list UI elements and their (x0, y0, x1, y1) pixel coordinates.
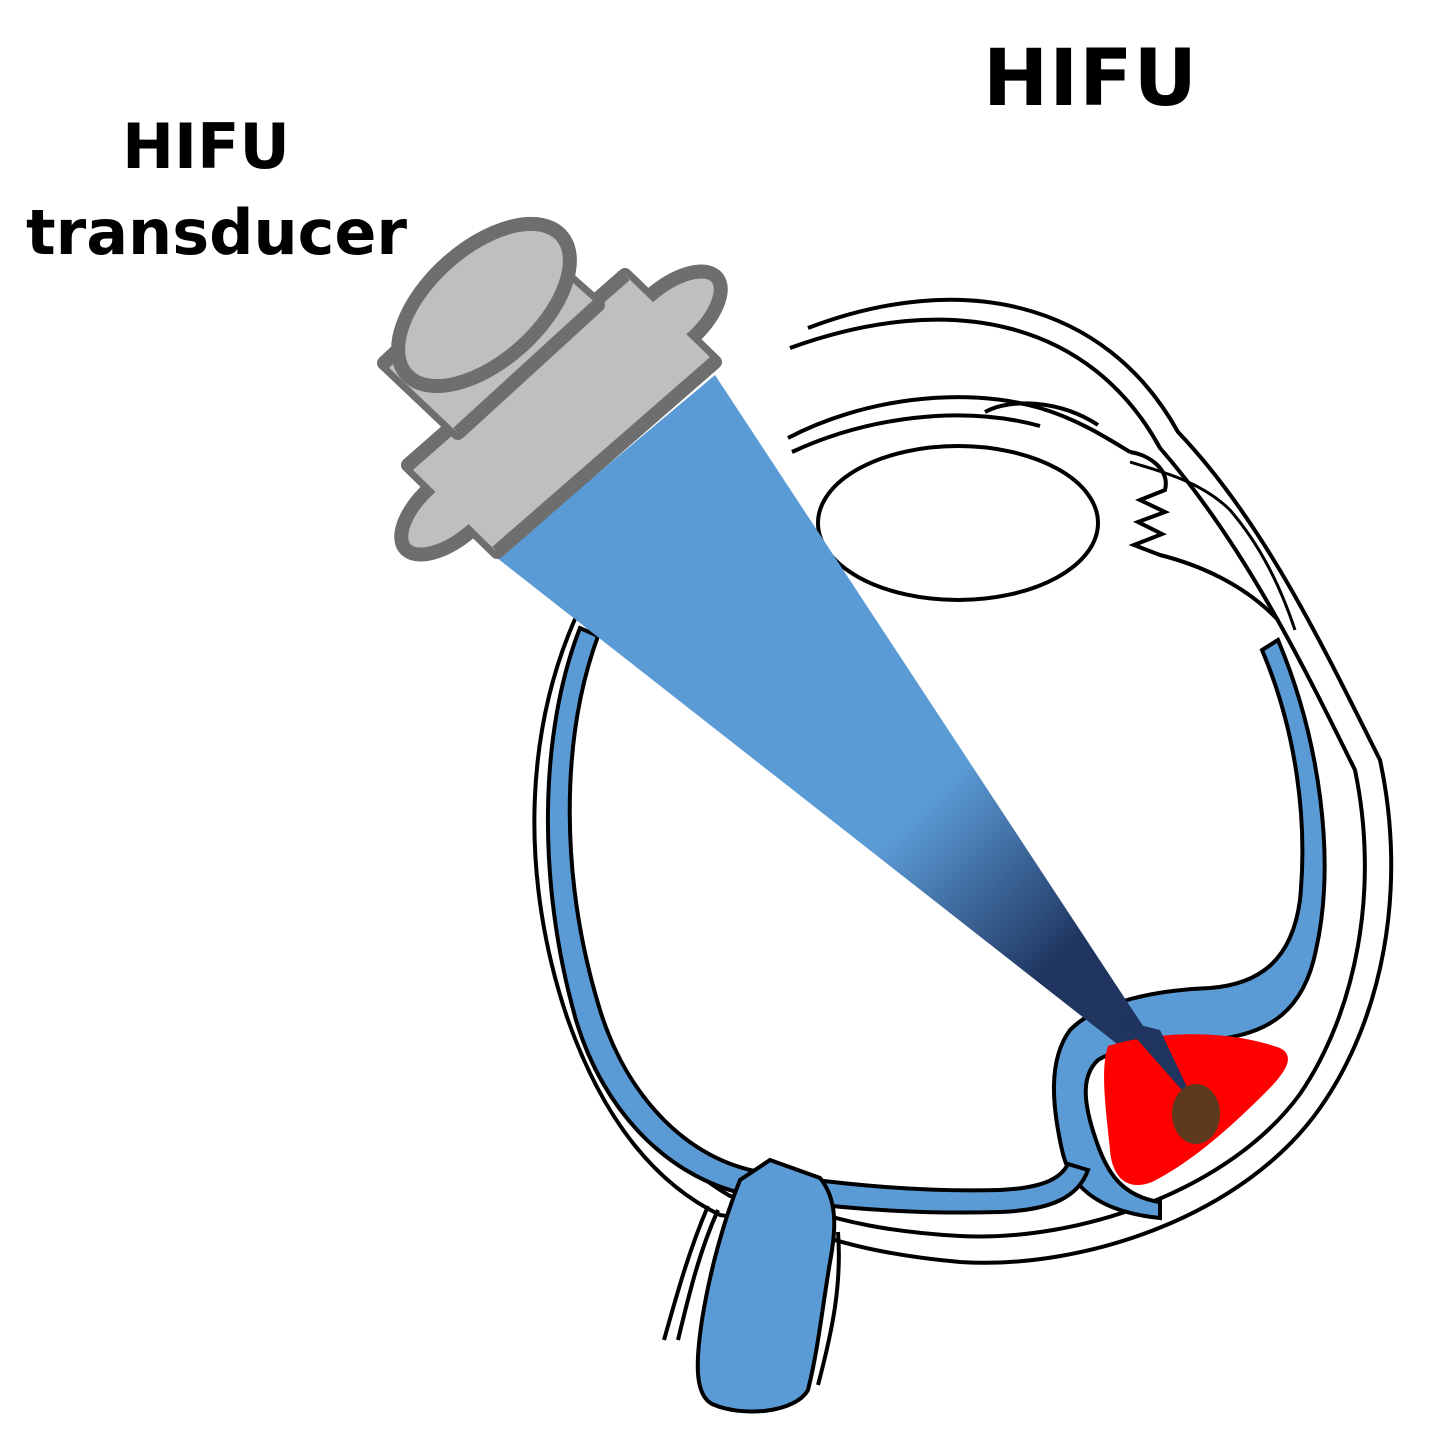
hifu-transducer (377, 216, 728, 562)
transducer-label-line2: transducer (26, 195, 407, 269)
sclera-outer (532, 297, 1394, 1265)
optic-nerve (695, 1157, 837, 1414)
hifu-beam-tip (1120, 1020, 1196, 1106)
anterior-segment (787, 395, 1132, 454)
focal-spot (1172, 1084, 1220, 1144)
hifu-beam (497, 375, 1195, 1105)
diagram-title: HIFU (983, 34, 1198, 124)
transducer-label-line1: HIFU (122, 110, 290, 183)
retina-layer (1052, 637, 1327, 1221)
transducer-label: HIFU transducer (26, 104, 407, 275)
lens (816, 444, 1100, 602)
retina-layer-left (545, 625, 1091, 1215)
ciliary-body (1128, 450, 1280, 622)
ciliary-body-inner (1129, 460, 1297, 631)
